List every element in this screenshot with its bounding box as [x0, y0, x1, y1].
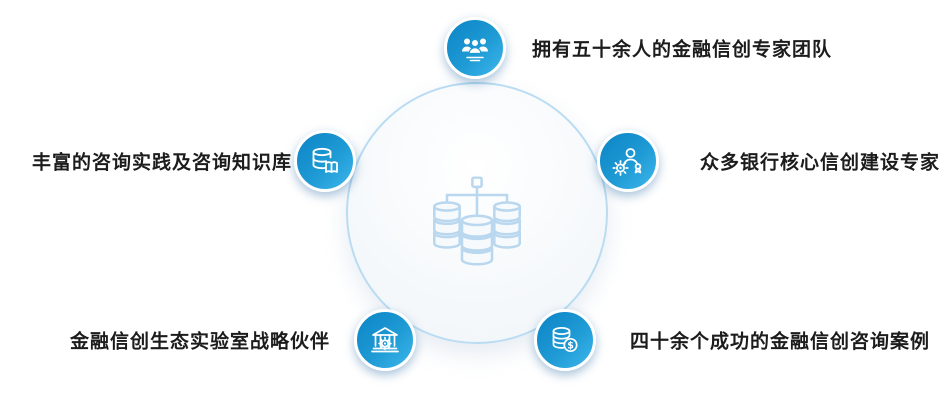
feature-label: 拥有五十余人的金融信创专家团队 [532, 38, 833, 61]
node-success-cases: $ [534, 309, 596, 371]
coin-stack-dollar-icon: $ [552, 327, 578, 353]
expert-gear-medal-icon [612, 148, 642, 176]
node-bank-experts [597, 130, 659, 192]
team-people-icon [462, 38, 488, 62]
database-open-book-icon [312, 147, 338, 173]
feature-label: 金融信创生态实验室战略伙伴 [69, 330, 330, 353]
feature-label: 众多银行核心信创建设专家 [700, 151, 941, 174]
feature-label: 四十余个成功的金融信创咨询案例 [630, 330, 931, 353]
node-expert-team [444, 17, 506, 79]
node-knowledge-base [294, 130, 356, 192]
bank-building-gear-icon [371, 327, 399, 353]
node-lab-partner [354, 309, 416, 371]
database-cluster-icon [433, 176, 521, 266]
feature-label: 丰富的咨询实践及咨询知识库 [31, 151, 292, 174]
svg-text:$: $ [567, 340, 574, 351]
